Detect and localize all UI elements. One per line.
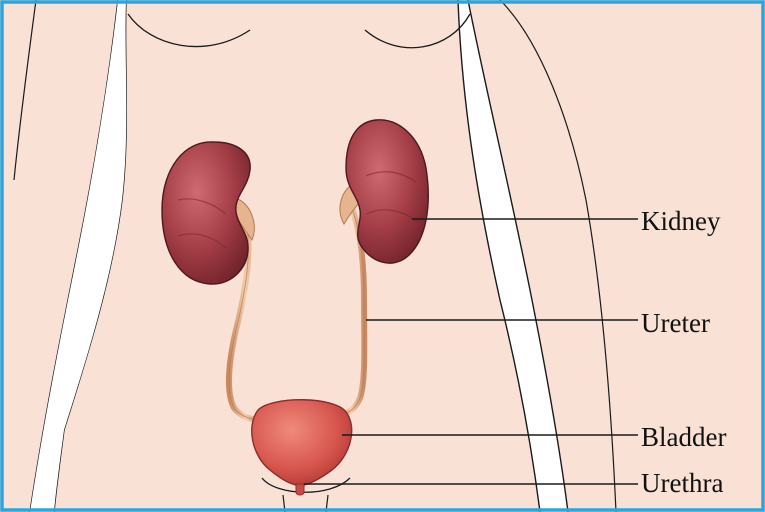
urethra xyxy=(296,484,304,495)
urethra-label: Urethra xyxy=(641,470,723,497)
kidney-label: Kidney xyxy=(641,208,720,235)
bladder-label: Bladder xyxy=(641,424,726,451)
right-kidney xyxy=(346,120,428,263)
ureter-label: Ureter xyxy=(641,310,710,337)
